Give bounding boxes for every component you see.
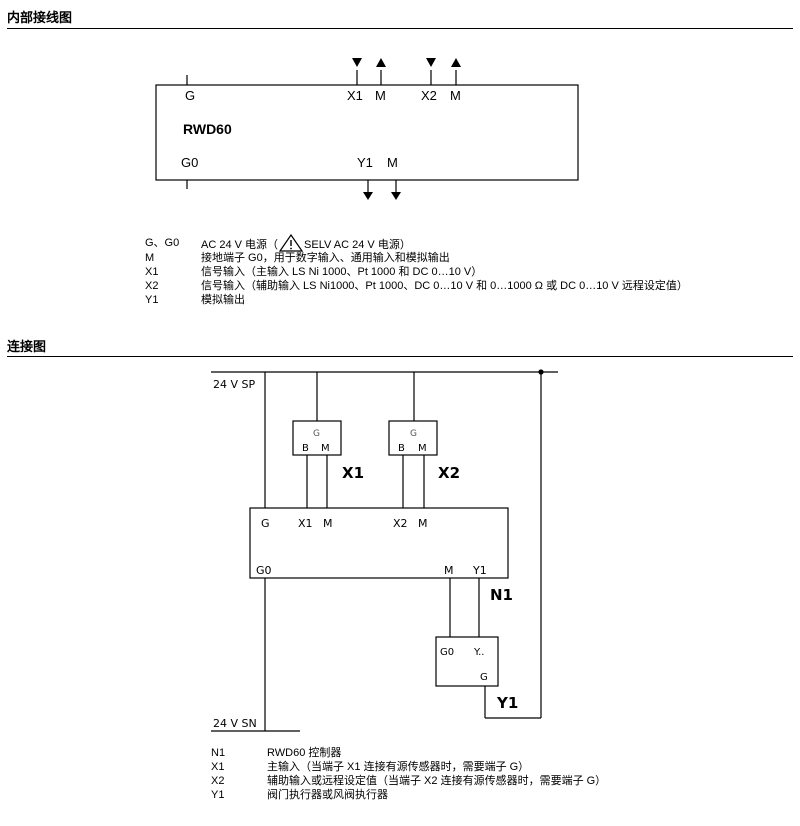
legend-row: X2 信号输入（辅助输入 LS Ni1000、Pt 1000、DC 0…10 V… [145, 279, 688, 293]
terminal-label-m: M [375, 88, 386, 103]
rail-label-sn: 24 V SN [213, 717, 257, 730]
legend-row: Y1 模拟输出 [145, 293, 688, 307]
legend-row: X1 主输入（当端子 X1 连接有源传感器时，需要端子 G） [211, 760, 606, 774]
legend-key: X1 [211, 761, 225, 773]
device-name: RWD60 [183, 121, 232, 137]
output-arrow-icon [391, 192, 401, 200]
legend-desc: RWD60 控制器 [267, 747, 342, 759]
legend-desc: AC 24 V 电源（ SELV AC 24 V 电源） [201, 233, 411, 252]
legend-desc: 接地端子 G0，用于数字输入、通用输入和模拟输出 [201, 252, 450, 264]
sensor-terminal-m: M [321, 443, 330, 454]
controller-label: N1 [490, 586, 513, 604]
output-arrow-icon [363, 192, 373, 200]
ctrl-terminal-g0: G0 [256, 564, 272, 577]
sensor-x1-box [292, 420, 342, 456]
legend-row: X1 信号输入（主输入 LS Ni 1000、Pt 1000 和 DC 0…10… [145, 265, 688, 279]
ctrl-terminal-m: M [323, 517, 333, 530]
connection-legend: N1 RWD60 控制器 X1 主输入（当端子 X1 连接有源传感器时，需要端子… [211, 746, 606, 802]
sensor-terminal-m: M [418, 443, 427, 454]
terminal-label-x1: X1 [347, 88, 363, 103]
legend-key: G、G0 [145, 236, 180, 249]
legend-key: M [145, 252, 155, 264]
legend-row: G、G0 AC 24 V 电源（ SELV AC 24 V 电源） [145, 233, 688, 252]
legend-row: Y1 阀门执行器或风阀执行器 [211, 788, 606, 802]
sensor-terminal-g: G [313, 429, 320, 439]
legend-desc: 模拟输出 [201, 294, 245, 306]
section-title-internal-wiring: 内部接线图 [7, 11, 73, 26]
legend-row: N1 RWD60 控制器 [211, 746, 606, 760]
terminal-label-m: M [387, 155, 398, 170]
legend-key: X2 [145, 280, 159, 292]
ctrl-terminal-m: M [418, 517, 428, 530]
controller-n1-box [249, 507, 509, 579]
output-arrow-icon [376, 58, 386, 67]
terminal-label-x2: X2 [421, 88, 437, 103]
act-terminal-g: G [480, 672, 488, 683]
ctrl-terminal-y1: Y1 [472, 564, 487, 577]
warning-triangle-icon [279, 233, 304, 252]
ctrl-terminal-x2: X2 [393, 517, 408, 530]
section-divider [7, 356, 793, 357]
act-terminal-g0: G0 [440, 647, 454, 658]
legend-key: N1 [211, 747, 226, 759]
section-title-connection: 连接图 [7, 340, 47, 355]
input-arrow-icon [426, 58, 436, 67]
legend-key: X2 [211, 775, 225, 787]
internal-wiring-diagram: G X1 M X2 M RWD60 G0 Y1 M [155, 58, 579, 200]
terminal-legend: G、G0 AC 24 V 电源（ SELV AC 24 V 电源） M 接地端子 … [145, 233, 688, 307]
actuator-y1-box [435, 636, 499, 687]
legend-desc-text: AC 24 V 电源（ [201, 238, 279, 251]
section-divider [7, 28, 793, 29]
legend-desc: 主输入（当端子 X1 连接有源传感器时，需要端子 G） [267, 761, 530, 773]
legend-desc: 辅助输入或远程设定值（当端子 X2 连接有源传感器时，需要端子 G） [267, 775, 607, 787]
act-terminal-y: Y.. [473, 647, 484, 658]
rail-label-sp: 24 V SP [213, 378, 255, 391]
legend-desc: 信号输入（辅助输入 LS Ni1000、Pt 1000、DC 0…10 V 和 … [201, 280, 688, 292]
terminal-label-m: M [450, 88, 461, 103]
input-arrow-icon [352, 58, 362, 67]
legend-row: X2 辅助输入或远程设定值（当端子 X2 连接有源传感器时，需要端子 G） [211, 774, 606, 788]
sensor-x1-label: X1 [342, 464, 364, 482]
legend-desc: 信号输入（主输入 LS Ni 1000、Pt 1000 和 DC 0…10 V） [201, 266, 483, 278]
legend-key: Y1 [211, 789, 225, 801]
ctrl-terminal-m: M [444, 564, 454, 577]
legend-row: M 接地端子 G0，用于数字输入、通用输入和模拟输出 [145, 251, 688, 265]
terminal-label-y1: Y1 [357, 155, 373, 170]
sensor-terminal-b: B [398, 443, 405, 454]
legend-desc-text: SELV AC 24 V 电源） [304, 238, 411, 251]
sensor-x2-box [388, 420, 438, 456]
ctrl-terminal-x1: X1 [298, 517, 313, 530]
legend-key: Y1 [145, 294, 159, 306]
legend-desc: 阀门执行器或风阀执行器 [267, 789, 388, 801]
legend-key: X1 [145, 266, 159, 278]
sensor-terminal-b: B [302, 443, 309, 454]
sensor-x2-label: X2 [438, 464, 460, 482]
sensor-terminal-g: G [410, 429, 417, 439]
junction-dot [538, 369, 544, 375]
ctrl-terminal-g: G [261, 517, 270, 530]
rwd60-box [155, 84, 579, 181]
terminal-label-g: G [185, 88, 195, 103]
output-arrow-icon [451, 58, 461, 67]
terminal-label-g0: G0 [181, 155, 198, 170]
actuator-label: Y1 [496, 694, 518, 712]
